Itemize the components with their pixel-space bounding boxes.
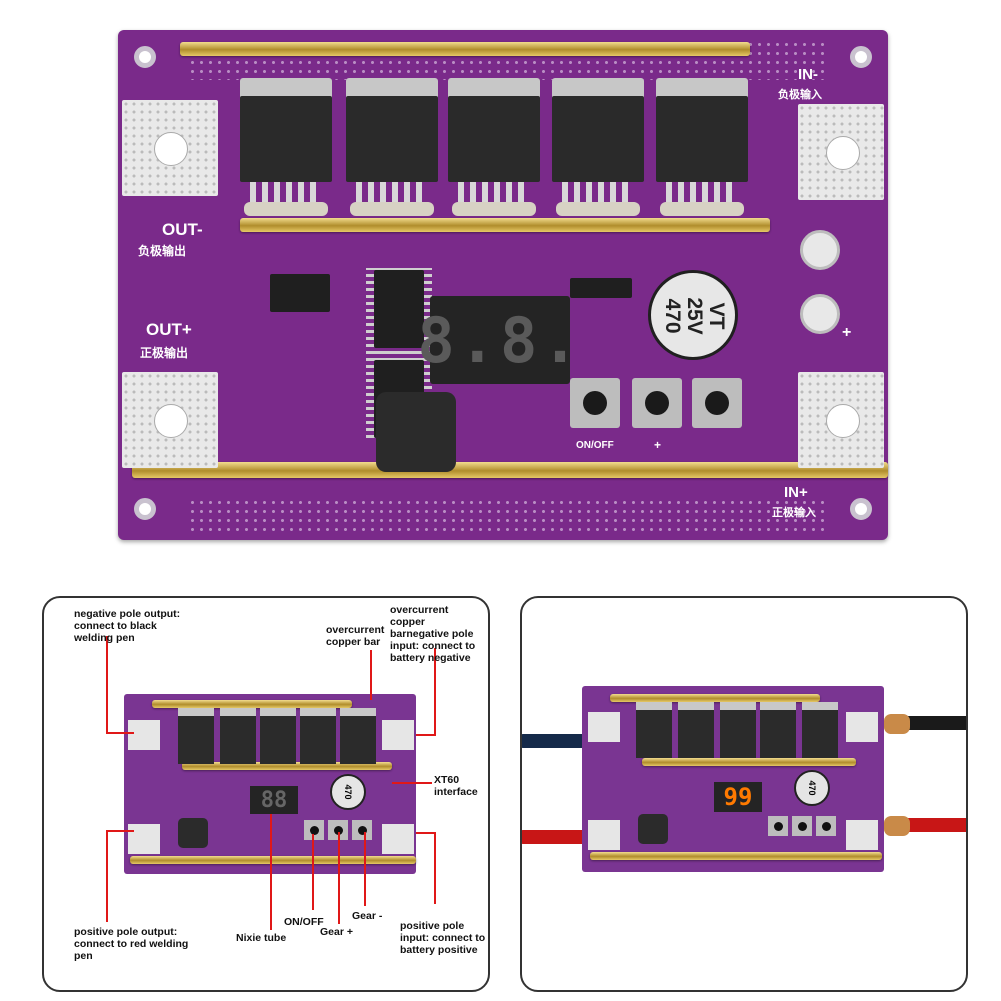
- xt-plus-label: +: [842, 324, 852, 341]
- mount-hole: [850, 46, 872, 68]
- mosfet: [240, 78, 332, 218]
- gear-minus-button[interactable]: [692, 378, 742, 428]
- optocoupler: [270, 274, 330, 312]
- onoff-callout-label: ON/OFF: [284, 916, 324, 928]
- seven-segment-display: 8.8.: [417, 296, 579, 384]
- onoff-label: ON/OFF: [576, 440, 614, 451]
- electrolytic-capacitor: VT 25V 470: [648, 270, 738, 360]
- mount-hole: [850, 498, 872, 520]
- out-minus-label: OUT-: [162, 220, 203, 239]
- neg-in-label: overcurrent copper barnegative pole inpu…: [390, 604, 476, 664]
- mosfet: [552, 78, 644, 218]
- in-minus-cn-label: 负极输入: [778, 89, 822, 101]
- black-cable: [902, 716, 966, 730]
- welder-board: OUT- 负极输出 OUT+ 正极输出 IN- 负极输入 IN+ 正极输入 8.…: [118, 30, 888, 540]
- red-cable: [902, 818, 966, 832]
- copper-bar: [132, 462, 888, 478]
- copper-lug: [884, 816, 910, 836]
- out-minus-cn-label: 负极输出: [138, 244, 187, 258]
- mount-hole: [134, 498, 156, 520]
- buzzer: [376, 392, 456, 472]
- mosfet: [656, 78, 748, 218]
- driver-ic: [374, 270, 424, 348]
- mount-hole: [134, 46, 156, 68]
- gear-minus-label: Gear -: [352, 910, 383, 922]
- regulator: [570, 278, 632, 298]
- pos-in-label: positive pole input: connect to battery …: [400, 920, 486, 956]
- labeled-diagram-panel: 88 470 negative pole output: connect to …: [42, 596, 490, 992]
- out-plus-cn-label: 正极输出: [140, 346, 189, 360]
- xt60-label: XT60 interface: [434, 774, 478, 798]
- in-plus-pad: [798, 372, 884, 468]
- gear-plus-button[interactable]: [632, 378, 682, 428]
- cap-text-voltage: 25V: [683, 297, 706, 335]
- out-minus-pad: [122, 100, 218, 196]
- out-plus-label: OUT+: [146, 320, 192, 339]
- in-plus-label: IN+: [784, 484, 808, 501]
- mosfet: [346, 78, 438, 218]
- plus-label: +: [654, 438, 662, 452]
- photo-board: 99 470: [582, 686, 884, 872]
- bar-label: overcurrent copper bar: [326, 624, 385, 648]
- via-field: [188, 498, 828, 532]
- lit-display: 99: [714, 782, 762, 812]
- pos-out-label: positive pole output: connect to red wel…: [74, 926, 189, 962]
- out-plus-pad: [122, 372, 218, 468]
- in-plus-cn-label: 正极输入: [772, 507, 816, 519]
- in-minus-pad: [798, 104, 884, 200]
- cap-text-vt: VT: [705, 302, 728, 330]
- xt60-interface[interactable]: +: [800, 230, 852, 341]
- copper-lug: [884, 714, 910, 734]
- onoff-button[interactable]: [570, 378, 620, 428]
- cap-text-capacitance: 470: [661, 298, 684, 334]
- gear-plus-label: Gear +: [320, 926, 353, 938]
- nixie-label: Nixie tube: [236, 932, 287, 944]
- copper-bar: [240, 218, 770, 232]
- copper-bar: [180, 42, 750, 56]
- in-minus-label: IN-: [798, 66, 818, 83]
- neg-out-label: negative pole output: connect to black w…: [74, 608, 181, 644]
- mini-display: 88: [250, 786, 298, 814]
- mosfet: [448, 78, 540, 218]
- photo-panel: 99 470: [520, 596, 968, 992]
